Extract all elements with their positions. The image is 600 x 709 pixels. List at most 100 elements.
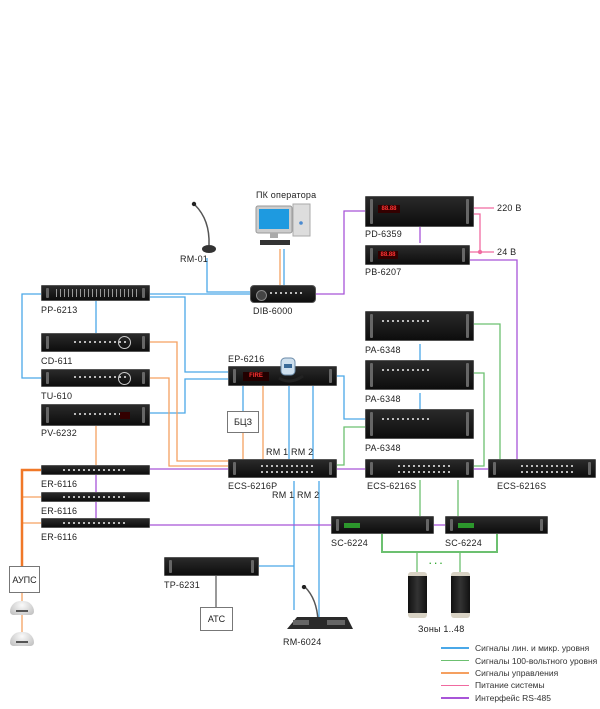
pc-label: ПК оператора — [256, 190, 317, 200]
pb-display: 88.88 — [378, 251, 398, 259]
rm-ports-top-label: RM 1 RM 2 — [266, 447, 314, 457]
legend-label: Сигналы 100-вольтного уровня — [475, 655, 598, 666]
ep-fire-display: FIRE — [243, 372, 269, 381]
wire-pv-ep — [150, 378, 228, 414]
legend: Сигналы лин. и микр. уровня Сигналы 100-… — [441, 642, 597, 704]
wire-pd-pb-power — [474, 213, 481, 252]
column-speaker-icon-2 — [451, 572, 470, 618]
wire-pb-ecs2 — [470, 259, 518, 459]
cd-611-device[interactable] — [41, 333, 150, 352]
wire-dib-pd — [316, 210, 365, 295]
wire-tu-ecsp — [150, 377, 228, 467]
dib-label: DIB-6000 — [253, 306, 293, 316]
sc1-label: SC-6224 — [331, 538, 368, 548]
ecsp-label: ECS-6216P — [228, 481, 278, 491]
pa-6348-device-3[interactable] — [365, 409, 474, 439]
sc2-label: SC-6224 — [445, 538, 482, 548]
er-6116-device-2[interactable] — [41, 492, 150, 502]
tp-6231-device[interactable] — [164, 557, 259, 576]
smoke-detector-icon-2 — [10, 632, 34, 646]
rs485-wires — [95, 210, 518, 526]
rm01-label: RM-01 — [180, 254, 209, 264]
legend-label: Сигналы управления — [475, 667, 559, 678]
legend-item: Интерфейс RS-485 — [441, 692, 597, 704]
ecs-6216s-device-1[interactable] — [365, 459, 474, 478]
legend-swatch — [441, 671, 469, 675]
ats-block[interactable]: АТС — [200, 607, 233, 631]
tu-label: TU-610 — [41, 391, 73, 401]
pb-6207-device[interactable]: 88.88 — [365, 245, 470, 265]
wire-ep-pa3 — [337, 375, 365, 420]
tu-610-device[interactable] — [41, 369, 150, 387]
rm-ports-bottom-label: RM 1 RM 2 — [272, 490, 320, 500]
bcz-block[interactable]: БЦЗ — [227, 411, 259, 433]
pv-6232-device[interactable] — [41, 404, 150, 426]
ecs1-label: ECS-6216S — [367, 481, 417, 491]
pa-6348-device-1[interactable] — [365, 311, 474, 341]
ecs-6216p-device[interactable] — [228, 459, 337, 478]
power-24v-label: 24 В — [497, 247, 517, 257]
patch-panel-jacks — [56, 289, 139, 297]
power-junction-dot — [477, 249, 483, 255]
pa2-label: PA-6348 — [365, 394, 401, 404]
er2-label: ER-6116 — [41, 506, 78, 516]
er3-label: ER-6116 — [41, 532, 78, 542]
sc-led — [458, 523, 474, 528]
column-speaker-icon-1 — [408, 572, 427, 618]
power-220v-label: 220 В — [497, 203, 522, 213]
tp-label: TP-6231 — [164, 580, 200, 590]
ep-hand-microphone-icon — [278, 357, 304, 383]
sc-6224-device-2[interactable] — [445, 516, 548, 534]
smoke-detector-icon-1 — [10, 601, 34, 615]
sc-6224-device-1[interactable] — [331, 516, 434, 534]
legend-item: Сигналы лин. и микр. уровня — [441, 642, 597, 654]
cd-knob-icon — [118, 336, 131, 349]
pa3-label: PA-6348 — [365, 443, 401, 453]
er1-label: ER-6116 — [41, 479, 78, 489]
wire-sc-bus — [381, 534, 498, 553]
wire-pp-tu — [21, 293, 41, 379]
pp-label: PP-6213 — [41, 305, 78, 315]
cd-label: CD-611 — [41, 356, 73, 366]
er-6116-device-3[interactable] — [41, 518, 150, 528]
dib-ports — [270, 292, 303, 295]
zones-ellipsis: . . . — [429, 556, 443, 566]
operator-pc-icon[interactable] — [255, 203, 313, 249]
xlr-connector-icon — [256, 290, 267, 301]
legend-swatch — [441, 647, 469, 649]
pd-label: PD-6359 — [365, 229, 402, 239]
legend-swatch — [441, 697, 469, 699]
pa1-label: PA-6348 — [365, 345, 401, 355]
legend-swatch — [441, 659, 469, 662]
legend-label: Интерфейс RS-485 — [475, 692, 551, 703]
aups-block[interactable]: АУПС — [9, 566, 40, 593]
wire-pa2-ecs1 — [474, 372, 485, 467]
ep-label: EP-6216 — [228, 354, 265, 364]
pb-label: PB-6207 — [365, 267, 402, 277]
wire-er-aups-bus — [20, 468, 41, 566]
rm01-microphone-icon — [191, 201, 216, 253]
dib-6000-device[interactable] — [250, 285, 316, 303]
ecs-6216s-device-2[interactable] — [488, 459, 596, 478]
wire-cd-ecsp — [150, 341, 228, 462]
wire-pa1-ecs2 — [474, 323, 501, 465]
zones-label: Зоны 1..48 — [418, 624, 465, 634]
legend-item: Питание системы — [441, 679, 597, 691]
pd-6359-device[interactable]: 88.88 — [365, 196, 474, 227]
er-6116-device-1[interactable] — [41, 465, 150, 475]
tu-knob-icon — [118, 372, 131, 385]
pv-label: PV-6232 — [41, 428, 77, 438]
wire-rm01-dib — [206, 258, 250, 293]
pd-display: 88.88 — [378, 205, 400, 213]
pa-6348-device-2[interactable] — [365, 360, 474, 390]
ecs2-label: ECS-6216S — [497, 481, 547, 491]
rm6024-label: RM-6024 — [283, 637, 322, 647]
pp-6213-device[interactable] — [41, 285, 150, 301]
legend-item: Сигналы управления — [441, 667, 597, 679]
wire-pp-ep — [150, 296, 228, 373]
legend-label: Сигналы лин. и микр. уровня — [475, 643, 590, 654]
rm-6024-paging-console-icon[interactable] — [285, 585, 355, 640]
control-wires — [21, 249, 281, 640]
legend-item: Сигналы 100-вольтного уровня — [441, 654, 597, 666]
